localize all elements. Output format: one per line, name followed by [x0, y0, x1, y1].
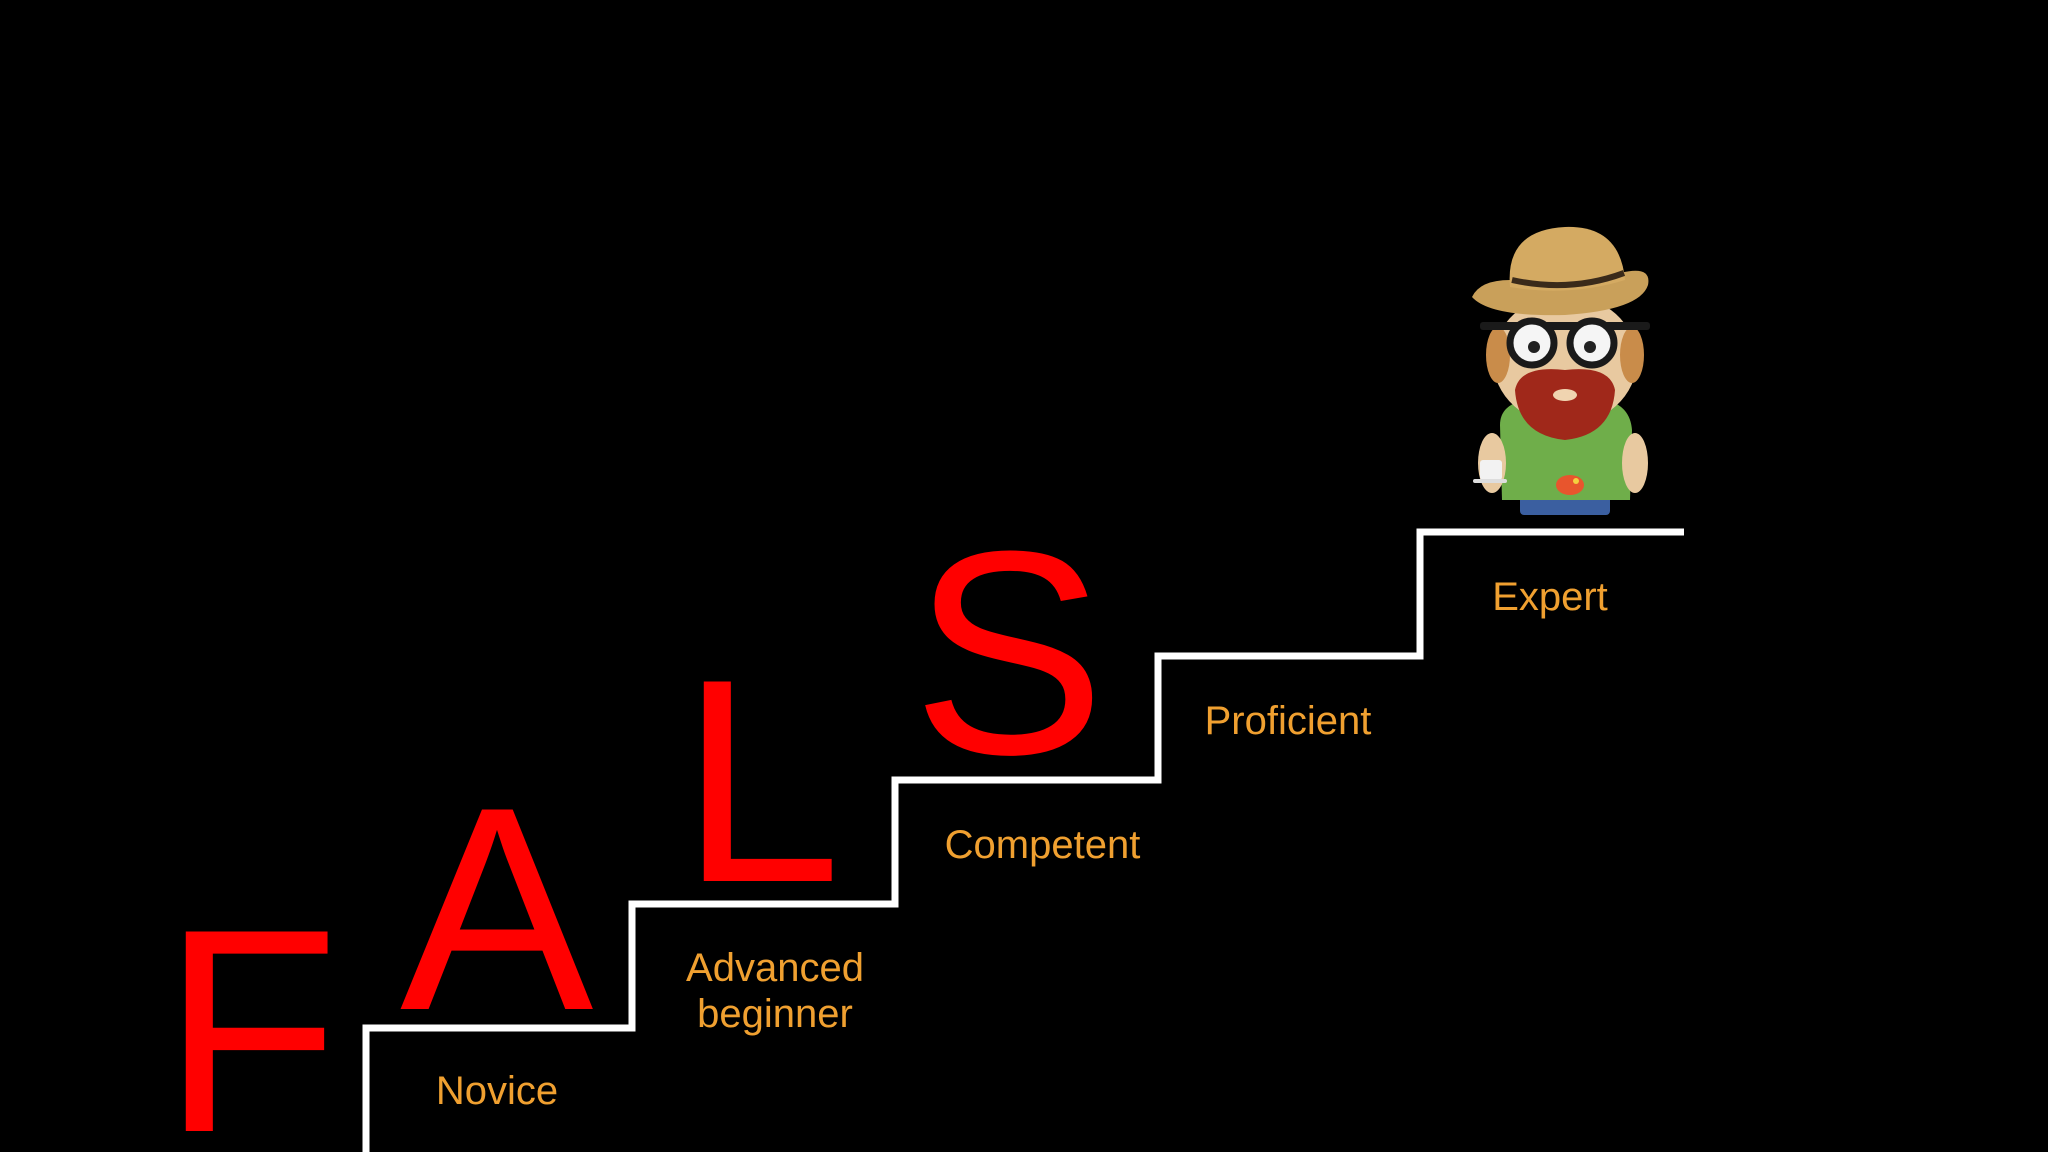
character-right-arm [1622, 433, 1648, 493]
stage-label-novice: Novice [435, 1069, 559, 1113]
shirt-bird-eye [1573, 478, 1579, 484]
stage-label-proficient: Proficient [1204, 699, 1372, 743]
stage-label-competent: Competent [944, 823, 1141, 867]
glasses-frame-bar [1480, 322, 1650, 330]
bearded-man-with-hat-icon [1472, 226, 1650, 515]
stage-label-advanced-beginner-text: Advanced beginner [686, 946, 864, 1036]
character-mouth [1553, 389, 1577, 401]
right-eye [1584, 341, 1596, 353]
stage-label-advanced-beginner: Advanced beginner [650, 945, 900, 1037]
acronym-letter-l: L [680, 619, 842, 943]
stage-label-expert: Expert [1492, 575, 1608, 619]
character-hair-left [1486, 327, 1510, 383]
coffee-cup-icon [1480, 460, 1502, 480]
character-beard [1515, 369, 1615, 440]
staircase-line [362, 528, 1684, 1152]
hat-band [1511, 270, 1626, 289]
hat-crown [1509, 226, 1625, 291]
left-eye [1528, 341, 1540, 353]
acronym-letter-f: F [162, 869, 340, 1152]
character-hair-right [1620, 327, 1644, 383]
acronym-letter-a: A [400, 747, 594, 1071]
acronym-letter-s: S [912, 491, 1106, 815]
coffee-saucer [1473, 479, 1507, 483]
shirt-bird-logo-icon [1556, 475, 1584, 495]
